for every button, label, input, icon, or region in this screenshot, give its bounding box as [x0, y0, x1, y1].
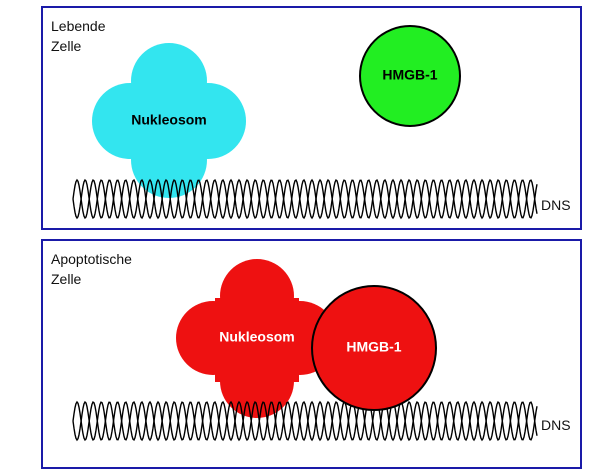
hmgb1-circle — [359, 25, 461, 127]
living-cell-panel: Lebende Zelle Nukleosom DNS HMGB-1 — [41, 6, 582, 230]
dna-label: DNS — [541, 197, 571, 213]
apoptotic-cell-panel: Apoptotische Zelle Nukleosom DNS HMGB-1 — [41, 239, 582, 469]
apoptotic-cell-illustration: Nukleosom DNS HMGB-1 — [72, 259, 571, 442]
nucleosome-shape — [176, 259, 337, 418]
panel-title: Lebende Zelle — [51, 18, 106, 54]
dna-strand — [72, 178, 538, 220]
hmgb1-protein: HMGB-1 — [359, 25, 461, 127]
hmgb1-label: HMGB-1 — [382, 67, 437, 83]
dna-strand — [72, 400, 538, 442]
panel-title: Apoptotische Zelle — [51, 251, 132, 287]
nucleosome: Nukleosom — [176, 259, 337, 418]
hmgb1-label: HMGB-1 — [346, 339, 401, 355]
living-cell-illustration: Nukleosom DNS HMGB-1 — [72, 25, 571, 220]
hmgb1-circle — [311, 285, 437, 411]
nucleosome-shape — [92, 43, 246, 198]
nucleosome-label: Nukleosom — [219, 329, 294, 345]
nucleosome: Nukleosom — [92, 43, 246, 198]
hmgb1-protein: HMGB-1 — [311, 285, 437, 411]
dna-strand — [72, 178, 538, 220]
dna-label: DNS — [541, 417, 571, 433]
nucleosome-label: Nukleosom — [131, 112, 206, 128]
dna-strand — [72, 400, 538, 442]
dna-helix — [72, 400, 538, 442]
dna-helix — [72, 178, 538, 220]
